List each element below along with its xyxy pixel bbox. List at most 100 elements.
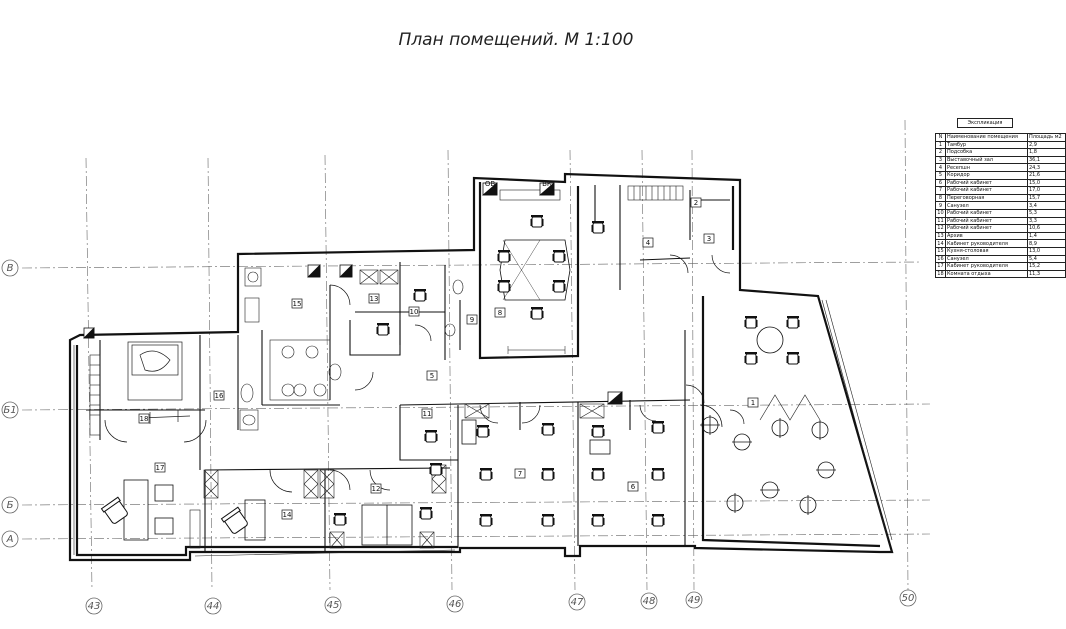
room-number-11: 11	[421, 408, 433, 419]
header-name: Наименование помещения	[944, 133, 1028, 142]
row-number: 12	[935, 224, 946, 233]
row-name: Переговорная	[944, 193, 1028, 203]
svg-text:18: 18	[140, 415, 149, 423]
axis-label-48: 48	[643, 596, 656, 607]
svg-text:1: 1	[751, 399, 755, 407]
axis-label-43: 43	[88, 601, 101, 612]
chair-icon	[497, 250, 511, 263]
row-area: 21,6	[1026, 170, 1066, 180]
svg-text:17: 17	[156, 464, 165, 472]
chair-icon	[429, 463, 443, 476]
room-number-6: 6	[627, 481, 639, 492]
room-number-2: 2	[690, 197, 702, 208]
svg-text:14: 14	[283, 511, 292, 519]
desks	[123, 419, 611, 546]
row-name: Рабочий кабинет	[944, 224, 1028, 233]
chair-icon	[591, 425, 605, 438]
row-area: 36,1	[1026, 155, 1066, 165]
chair-icon	[786, 352, 800, 365]
axis-label-45: 45	[327, 600, 340, 611]
row-area: 1,8	[1026, 148, 1066, 157]
chair-icon	[497, 280, 511, 293]
svg-text:11: 11	[423, 410, 432, 418]
room-number-4: 4	[642, 237, 654, 248]
row-name: Кабинет руководителя	[944, 262, 1028, 271]
axis-marker-48	[640, 592, 658, 610]
chair-icon	[413, 289, 427, 302]
row-area: 5,3	[1026, 208, 1066, 218]
svg-text:15: 15	[293, 300, 302, 308]
svg-text:3: 3	[707, 235, 711, 243]
row-name: Рабочий кабинет	[944, 208, 1028, 218]
row-number: 5	[935, 170, 946, 180]
row-name: Ресепшн	[944, 163, 1028, 172]
axis-label-44: 44	[207, 601, 220, 612]
room-number-8: 8	[494, 307, 506, 318]
chair-icon	[651, 421, 665, 434]
shafts	[83, 182, 623, 405]
axis-label-row: А	[6, 534, 14, 545]
room-number-15: 15	[291, 298, 303, 309]
storage-cabinets	[189, 189, 605, 549]
chair-icon	[651, 514, 665, 527]
row-name: Кабинет руководителя	[944, 239, 1028, 248]
row-number: 1	[935, 140, 946, 150]
row-number: 10	[935, 208, 946, 218]
explication-table: Экспликация N Наименование помещения Пло…	[935, 118, 1066, 279]
armchair-icon	[220, 506, 248, 534]
chair-icon	[530, 307, 544, 320]
row-number: 17	[935, 262, 946, 271]
row-name: Санузел	[944, 254, 1028, 264]
chair-icon	[530, 215, 544, 228]
armchair-icon	[100, 496, 128, 524]
round-tables	[700, 326, 836, 515]
chair-icon	[552, 280, 566, 293]
axis-marker-b1	[1, 401, 19, 419]
axis-label-row: В	[7, 263, 14, 274]
row-area: 15,0	[1026, 178, 1066, 188]
chair-icon	[541, 423, 555, 436]
row-area: 8,9	[1026, 239, 1066, 248]
sanitary	[239, 267, 464, 431]
row-area: 15,7	[1026, 193, 1066, 203]
row-name: Рабочий кабинет	[944, 186, 1028, 195]
chair-icon	[744, 316, 758, 329]
header-area: Площадь м2	[1026, 133, 1066, 142]
row-number: 18	[935, 269, 946, 279]
svg-text:8: 8	[498, 309, 502, 317]
axis-marker-b	[1, 496, 19, 514]
svg-text:4: 4	[646, 239, 651, 247]
row-area: 3,3	[1026, 216, 1066, 226]
axis-label-47: 47	[571, 597, 584, 608]
row-number: 15	[935, 246, 946, 256]
stair-hatch	[89, 185, 684, 436]
row-area: 17,0	[1026, 186, 1066, 195]
chair-icon	[651, 468, 665, 481]
row-number: 14	[935, 239, 946, 248]
explication-header-row: N Наименование помещения Площадь м2	[935, 133, 1066, 142]
row-area: 24,3	[1026, 163, 1066, 172]
row-number: 16	[935, 254, 946, 264]
row-number: 6	[935, 178, 946, 188]
room-number-1: 1	[747, 397, 759, 408]
row-area: 11,3	[1026, 269, 1066, 279]
row-number: 2	[935, 148, 946, 157]
chair-icon	[479, 468, 493, 481]
row-name: Выставочный зал	[944, 155, 1028, 165]
row-number: 11	[935, 216, 946, 226]
chair-icon	[476, 425, 490, 438]
chair-icon	[419, 507, 433, 520]
room-number-12: 12	[370, 483, 382, 494]
